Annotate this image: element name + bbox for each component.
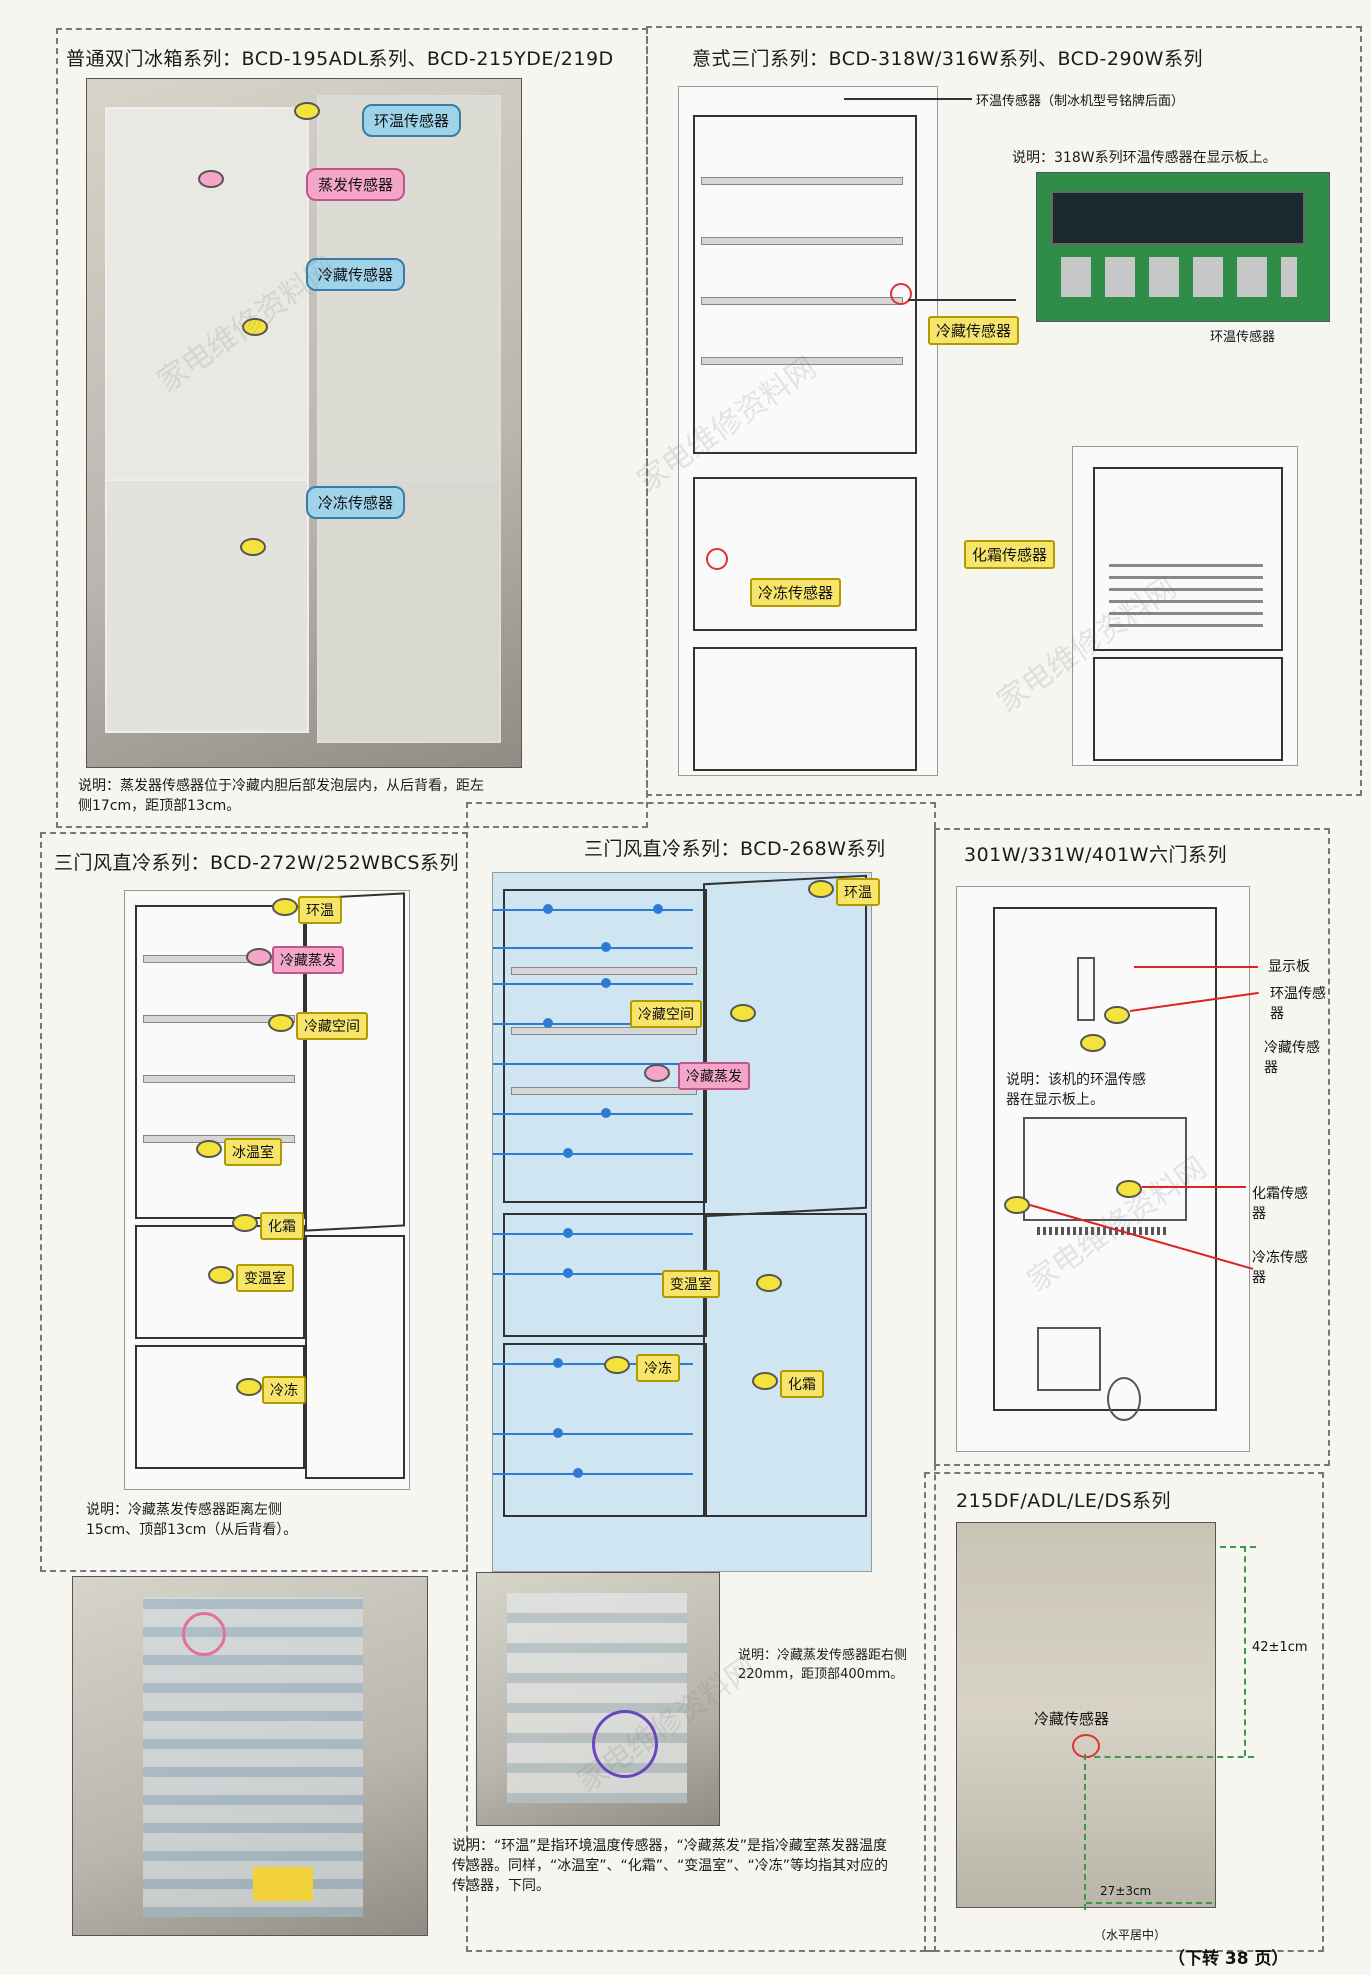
p6-sensor-ring [1072,1734,1100,1758]
panel4-note-right: 说明：冷藏蒸发传感器距右侧220mm，距顶部400mm。 [738,1648,908,1682]
three-door-fridge-drawing [678,86,938,776]
p6-bottom-dim [1086,1902,1212,1904]
panel2-title: 意式三门系列：BCD-318W/316W系列、BCD-290W系列 [692,48,1203,70]
p4-back-photo [476,1572,720,1826]
panel-six-door [934,828,1330,1466]
panel5-title: 301W/331W/401W六门系列 [964,844,1227,866]
p4-defrost-dot [752,1372,778,1390]
p3-evap-dot [246,948,272,966]
panel3-title: 三门风直冷系列：BCD-272W/252WBCS系列 [54,852,459,874]
p5-defrost-label: 化霜传感器 [1252,1186,1308,1222]
p4-ambient-dot [808,880,834,898]
panel2-note: 说明：318W系列环温传感器在显示板上。 [1012,150,1277,166]
p2-freezer-callout: 冷冻传感器 [750,578,842,607]
panel3-note: 说明：冷藏蒸发传感器距离左侧15cm、顶部13cm（从后背看）。 [86,1502,298,1538]
refrigerator-sensor-dot [242,318,268,336]
p4-variable-callout: 变温室 [662,1270,720,1298]
refrigerator-sensor-ring [890,283,912,305]
ambient-sensor-dot [294,102,320,120]
p4-evap-callout: 冷藏蒸发 [678,1062,750,1090]
refrigerator-sensor-callout: 冷藏传感器 [306,258,406,291]
p6-sensor-label: 冷藏传感器 [1034,1710,1110,1728]
p6-top-guide [1220,1546,1256,1548]
p5-defrost-dot [1116,1180,1142,1198]
evaporator-sensor-callout: 蒸发传感器 [306,168,406,201]
p3-space-callout: 冷藏空间 [296,1012,368,1040]
p4-variable-dot [756,1274,782,1292]
p6-center-note: （水平居中） [1094,1928,1167,1942]
panel1-note: 说明：蒸发器传感器位于冷藏内胆后部发泡层内，从后背看，距左侧17cm，距顶部13… [78,778,484,814]
double-door-fridge-photo [86,78,522,768]
freezer-sensor-callout: 冷冻传感器 [306,486,406,519]
panel-italian-three-door [646,26,1362,796]
p3-space-dot [268,1014,294,1032]
p3-ice-dot [196,1140,222,1158]
p4-evap-dot [644,1064,670,1082]
p5-defrost-line [1142,1186,1246,1188]
p3-freezer-callout: 冷冻 [262,1376,306,1404]
p5-refrigerator-label: 冷藏传感器 [1264,1040,1320,1076]
display-board-photo [1036,172,1330,322]
panel4-title: 三门风直冷系列：BCD-268W系列 [584,838,886,860]
panel4-note-bottom: 说明：“环温”是指环境温度传感器，“冷藏蒸发”是指冷藏室蒸发器温度传感器。同样，… [452,1838,889,1894]
p5-freezer-label: 冷冻传感器 [1252,1250,1308,1286]
p3-defrost-dot [232,1214,258,1232]
p6-horizontal-dim-label: 27±3cm [1100,1884,1152,1898]
p3-defrost-callout: 化霜 [260,1212,304,1240]
p3-ice-callout: 冰温室 [224,1138,282,1166]
p4-freezer-callout: 冷冻 [636,1354,680,1382]
p3-back-photo [72,1576,428,1936]
p4-evap-ring [592,1710,658,1778]
display-ambient-label: 环温传感器 [1210,330,1276,345]
ambient-sensor-callout: 环温传感器 [362,104,462,137]
p4-space-dot [730,1004,756,1022]
p3-evap-callout: 冷藏蒸发 [272,946,344,974]
p3-variable-dot [208,1266,234,1284]
p5-ambient-label: 环温传感器 [1270,986,1326,1022]
panel-215df [924,1472,1324,1952]
p5-display-label: 显示板 [1268,959,1310,975]
p6-vertical-dim-label: 42±1cm [1252,1640,1308,1655]
p4-freezer-dot [604,1356,630,1374]
p6-vertical-dim [1244,1546,1246,1756]
panel6-title: 215DF/ADL/LE/DS系列 [956,1490,1172,1512]
evaporator-sensor-dot [198,170,224,188]
ambient-location-label: 环温传感器（制冰机型号铭牌后面） [976,94,1185,109]
p4-defrost-callout: 化霜 [780,1370,824,1398]
p5-display-line [1134,966,1258,968]
freezer-sensor-ring [706,548,728,570]
p5-ambient-dot [1104,1006,1130,1024]
p2-refrigerator-callout: 冷藏传感器 [928,316,1020,345]
ambient-leader-line [844,98,972,100]
six-door-drawing [956,886,1250,1452]
refrigerator-leader-line [908,299,1016,301]
p3-evap-ring [182,1612,226,1656]
p3-freezer-dot [236,1378,262,1396]
p6-center-guide [1084,1754,1086,1910]
panel5-note: 说明：该机的环温传感器在显示板上。 [1006,1072,1146,1108]
p2-defrost-callout: 化霜传感器 [964,540,1056,569]
p6-liner-photo [956,1522,1216,1908]
p3-ambient-dot [272,898,298,916]
freezer-back-drawing [1072,446,1298,766]
freezer-sensor-dot [240,538,266,556]
p3-variable-callout: 变温室 [236,1264,294,1292]
page-footer: （下转 38 页） [1168,1949,1289,1969]
p6-horizontal-guide [1084,1756,1254,1758]
p5-freezer-dot [1004,1196,1030,1214]
p3-ambient-callout: 环温 [298,896,342,924]
panel1-title: 普通双门冰箱系列：BCD-195ADL系列、BCD-215YDE/219D [66,48,614,70]
p5-refrigerator-dot [1080,1034,1106,1052]
p4-space-callout: 冷藏空间 [630,1000,702,1028]
three-door-268w-drawing [492,872,872,1572]
p4-ambient-callout: 环温 [836,878,880,906]
